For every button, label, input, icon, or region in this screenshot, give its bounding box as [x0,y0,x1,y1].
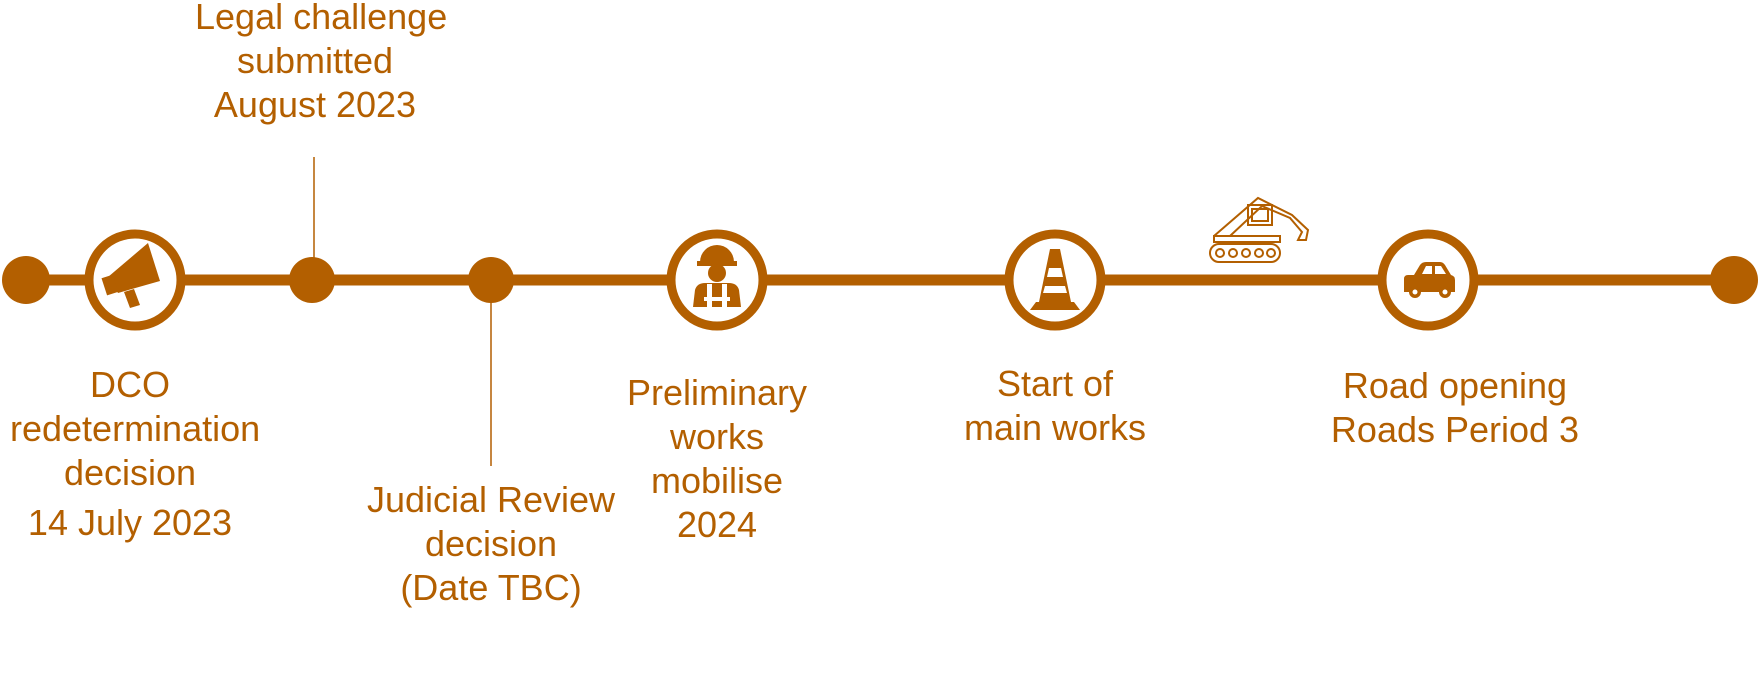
preliminary-line-1: Preliminary [626,372,808,413]
road-opening-line-1: Road opening [1342,365,1568,406]
excavator-icon [1209,196,1310,263]
traffic-cone-icon [1030,249,1080,310]
judicial-line-1: Judicial Review [366,479,616,520]
road-opening-label: Road opening Roads Period 3 [1330,364,1580,452]
dco-milestone [84,229,186,331]
preliminary-works-label: Preliminary works mobilise 2024 [617,371,817,547]
dco-line-2: redetermination [10,408,261,449]
preliminary-line-4: 2024 [676,504,758,545]
main-works-milestone [1004,229,1106,331]
megaphone-icon [101,243,160,308]
dco-line-3: decision [63,452,197,493]
car-icon [1404,262,1455,298]
main-works-line-2: main works [963,407,1147,448]
preliminary-line-3: mobilise [650,460,784,501]
legal-line-1: Legal challenge [195,0,448,37]
main-works-label: Start of main works [955,362,1155,450]
timeline-end-dot [1710,256,1758,304]
judicial-review-label: Judicial Review decision (Date TBC) [366,478,616,610]
main-works-line-1: Start of [996,363,1114,404]
dco-date: 14 July 2023 [27,502,233,543]
judicial-line-2: decision [424,523,558,564]
legal-dot [289,257,335,303]
road-opening-milestone [1377,229,1479,331]
legal-line-2: submitted [236,40,394,81]
dco-label: DCO redetermination decision 14 July 202… [10,363,261,545]
judicial-line-3: (Date TBC) [400,567,582,608]
dco-line-1: DCO [90,364,170,405]
judicial-dot [468,257,514,303]
road-opening-line-2: Roads Period 3 [1330,409,1580,450]
legal-line-3: August 2023 [213,84,417,125]
preliminary-milestone [666,229,768,331]
timeline-start-dot [2,256,50,304]
preliminary-line-2: works [669,416,764,457]
construction-worker-icon [693,245,741,307]
legal-challenge-label: Legal challenge submitted August 2023 [195,0,448,127]
